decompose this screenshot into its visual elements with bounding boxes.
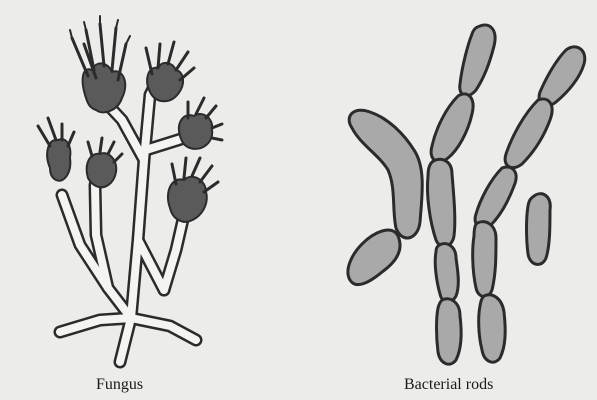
bacterial-rod [505,99,552,168]
bacterial-rod [473,222,496,297]
bacterial-rods-caption: Bacterial rods [404,376,493,394]
bacterial-rod [427,159,454,246]
bacterial-rod [348,230,400,285]
bacterial-rod [349,110,422,238]
bacteria-drawing [348,25,585,364]
bacterial-rod [435,244,458,302]
bacterial-rod [479,295,506,362]
fungus-caption: Fungus [96,376,143,394]
fungus-drawing [38,16,222,362]
bacterial-rod [431,94,473,162]
bacterial-rod [539,47,585,106]
bacterial-rod [460,25,495,96]
bacterial-rod [527,194,551,265]
bacterial-rod [475,167,516,228]
bacterial-rod [437,299,462,364]
